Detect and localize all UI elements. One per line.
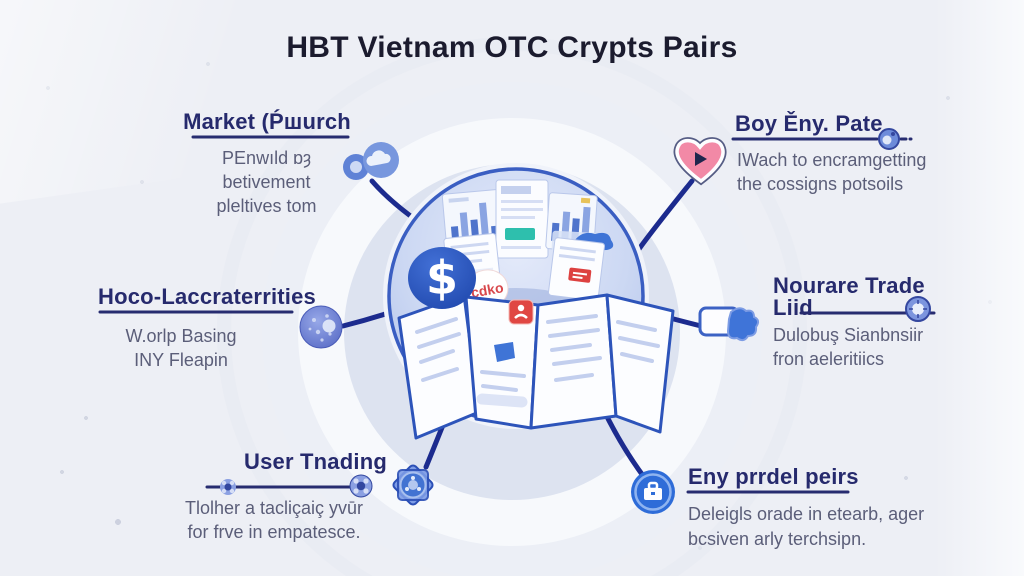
section-trade-heading-line2: Liid xyxy=(773,295,813,320)
text-line: bcsiven arly terchsipn. xyxy=(688,529,867,549)
section-buy-heading: Boy Ěny. Pate xyxy=(735,111,883,136)
text-line: betivement xyxy=(222,172,311,192)
document-card-mid-right xyxy=(547,237,606,302)
section-locations-body: W.orlp Basing INY Fleapin xyxy=(94,324,268,372)
document-card-center xyxy=(495,179,549,259)
document-fan xyxy=(397,293,675,440)
heart-play-icon xyxy=(673,137,727,186)
card-hand-icon xyxy=(698,306,760,342)
section-user-heading: User Tnading xyxy=(244,449,387,474)
section-buy-body: IWach to encramgetting the cossigns pots… xyxy=(737,148,952,196)
text-line: for frve in empatesce. xyxy=(187,522,361,542)
text-line: Tlolher a tacliçaiç yvūr xyxy=(184,498,364,518)
text-line: the cossigns potsoils xyxy=(737,174,904,194)
rosette-icon xyxy=(392,464,434,506)
text-line: IWach to encramgetting xyxy=(737,150,927,170)
red-document-icon xyxy=(508,299,534,325)
section-pairs-heading: Eny prrdel peirs xyxy=(688,464,859,489)
dollar-sign: $ xyxy=(426,251,458,305)
section-market-body: PEnwıld ɒȝ betivement pleltives tom xyxy=(164,146,369,218)
page-tab xyxy=(494,342,515,362)
text-line: INY Fleapin xyxy=(134,350,228,370)
page-text-lines xyxy=(415,314,660,408)
text-line: Dulobuş Sianbnsiir xyxy=(773,325,924,345)
globe-icon xyxy=(299,305,343,349)
text-line: Deleigls orade in etearb, ager xyxy=(688,504,925,524)
dollar-circle-icon: $ xyxy=(408,247,476,309)
stamp-text: cdko xyxy=(470,279,505,300)
section-user-body: Tlolher a tacliçaiç yvūr for frve in emp… xyxy=(162,496,386,544)
section-market-heading: Market (Ṕшurch xyxy=(183,109,351,134)
section-locations-heading: Hoco-Laccraterrities xyxy=(98,284,316,309)
globe-badge-icon xyxy=(878,128,900,150)
text-line: PEnwıld ɒȝ xyxy=(222,148,311,168)
text-line: fron aeleritiics xyxy=(773,349,885,369)
flower-icon-left xyxy=(220,479,236,495)
section-pairs-body: Deleigls orade in etearb, ager bcsiven a… xyxy=(688,502,950,552)
section-trade-heading: Nourare Trade xyxy=(773,273,925,298)
page-title: HBT Vietnam OTC Crypts Pairs xyxy=(286,31,738,64)
briefcase-circle-icon xyxy=(631,470,675,514)
section-trade-body: Dulobuş Sianbnsiir fron aeleritiics xyxy=(773,323,953,371)
coin-badge-icon xyxy=(905,296,931,322)
flower-icon-right xyxy=(349,474,373,498)
text-line: W.orlp Basing xyxy=(125,326,237,346)
text-line: pleltives tom xyxy=(216,196,317,216)
